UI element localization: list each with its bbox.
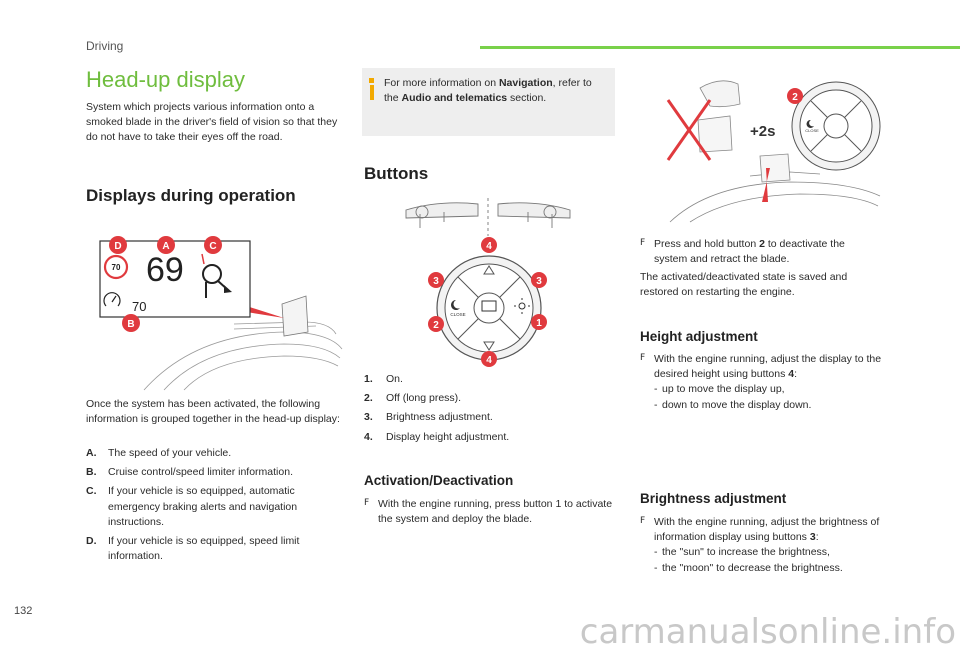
list-item: 4.Display height adjustment. bbox=[364, 430, 510, 443]
callout-c: C bbox=[209, 241, 216, 252]
callout-2: 2 bbox=[792, 92, 798, 103]
sun-icon bbox=[514, 298, 530, 314]
brightness-heading: Brightness adjustment bbox=[640, 491, 787, 506]
callout-2: 2 bbox=[433, 320, 439, 331]
callout-4-bottom: 4 bbox=[486, 355, 492, 366]
callout-d: D bbox=[114, 241, 121, 252]
displays-heading: Displays during operation bbox=[86, 186, 296, 205]
bullet-icon: F bbox=[364, 498, 370, 508]
buttons-figure: CLOSE 4 3 3 2 1 4 bbox=[405, 198, 571, 367]
buttons-list: 1.On. 2.Off (long press). 3.Brightness a… bbox=[364, 372, 614, 449]
list-item: 2.Off (long press). bbox=[364, 392, 462, 405]
list-item: C.If your vehicle is so equipped, automa… bbox=[86, 485, 298, 528]
brightness-step: F With the engine running, adjust the br… bbox=[640, 515, 885, 576]
displays-list: A.The speed of your vehicle. B.Cruise co… bbox=[86, 446, 342, 569]
deactivate-figure: CLOSE +2s 2 bbox=[666, 80, 881, 223]
info-box: For more information on Navigation, refe… bbox=[362, 68, 615, 136]
bullet-icon: F bbox=[640, 353, 646, 363]
list-item: the "moon" to decrease the brightness. bbox=[654, 561, 885, 576]
cruise-speed-value: 70 bbox=[132, 299, 146, 314]
info-icon bbox=[368, 78, 375, 100]
buttons-heading: Buttons bbox=[364, 164, 429, 183]
height-step: F With the engine running, adjust the di… bbox=[640, 352, 885, 413]
deactivate-step: F Press and hold button 2 to deactivate … bbox=[640, 238, 845, 266]
bullet-icon: F bbox=[640, 238, 646, 248]
blade-icon bbox=[481, 300, 497, 312]
height-heading: Height adjustment bbox=[640, 329, 758, 344]
section-bar bbox=[480, 46, 960, 49]
callout-3-right: 3 bbox=[536, 276, 542, 287]
page-title: Head-up display bbox=[86, 67, 245, 92]
list-item: the "sun" to increase the brightness, bbox=[654, 545, 885, 560]
audio-telematics-ref: Audio and telematics bbox=[401, 92, 508, 105]
list-item: up to move the display up, bbox=[654, 382, 885, 397]
cruise-control-icon bbox=[103, 292, 121, 307]
list-item: D.If your vehicle is so equipped, speed … bbox=[86, 535, 300, 563]
navigation-ref: Navigation bbox=[498, 77, 553, 89]
callout-b: B bbox=[127, 319, 134, 330]
speed-limit-value: 70 bbox=[112, 263, 121, 272]
press-duration: +2s bbox=[750, 123, 775, 140]
callout-a: A bbox=[162, 241, 169, 252]
displays-lead: Once the system has been activated, the … bbox=[86, 398, 340, 426]
hud-display-figure: 70 69 70 D A C B bbox=[99, 236, 343, 391]
list-item: A.The speed of your vehicle. bbox=[86, 447, 232, 459]
moon-icon bbox=[806, 119, 814, 128]
close-label: CLOSE bbox=[450, 312, 465, 317]
list-item: 1.On. bbox=[364, 373, 403, 385]
list-item: 3.Brightness adjustment. bbox=[364, 411, 493, 424]
list-item: down to move the display down. bbox=[654, 398, 885, 413]
vehicle-speed-value: 69 bbox=[146, 251, 184, 289]
activation-step: F With the engine running, press button … bbox=[364, 498, 613, 526]
deactivate-note: The activated/deactivated state is saved… bbox=[640, 271, 848, 299]
watermark: carmanualsonline.info bbox=[579, 612, 956, 649]
list-item: B.Cruise control/speed limiter informati… bbox=[86, 466, 293, 479]
moon-icon bbox=[451, 300, 460, 310]
bullet-icon: F bbox=[640, 516, 646, 526]
close-label: CLOSE bbox=[805, 128, 819, 133]
page-number: 132 bbox=[14, 605, 33, 617]
section-label: Driving bbox=[86, 39, 124, 53]
callout-3-left: 3 bbox=[433, 276, 439, 287]
activation-heading: Activation/Deactivation bbox=[364, 473, 514, 488]
intro-text: System which projects various informatio… bbox=[86, 101, 338, 144]
callout-4-top: 4 bbox=[486, 241, 492, 252]
callout-1: 1 bbox=[536, 318, 542, 329]
